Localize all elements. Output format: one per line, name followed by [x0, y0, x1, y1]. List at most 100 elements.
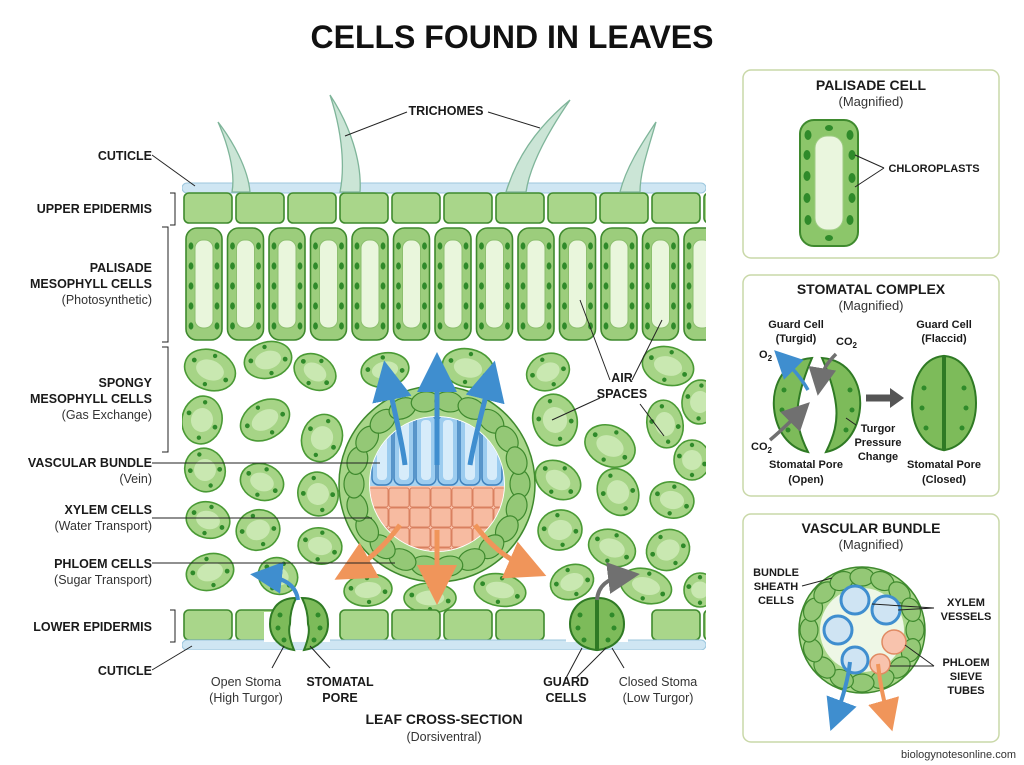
- trichomes: [217, 94, 657, 193]
- panel-title: VASCULAR BUNDLE: [802, 520, 941, 536]
- label-stomatal-pore: PORE: [322, 691, 357, 705]
- epidermal-cell: [339, 192, 389, 224]
- vascular-bundle-panel: VASCULAR BUNDLE (Magnified) BUNDLE SHEAT…: [742, 513, 1000, 743]
- label-spongy-sub: (Gas Exchange): [62, 408, 152, 422]
- label-pore-open: Stomatal Pore: [769, 459, 843, 471]
- label-phloem-tubes: PHLOEM: [942, 657, 989, 669]
- label-palisade: MESOPHYLL CELLS: [30, 277, 152, 291]
- label-spongy: SPONGY: [99, 376, 153, 390]
- gas-arrow: [595, 562, 640, 601]
- label-trichomes: TRICHOMES: [409, 104, 484, 118]
- spongy-cell: [182, 395, 223, 445]
- diagram-caption-sub: (Dorsiventral): [406, 730, 481, 744]
- label-xylem-vessels: XYLEM: [947, 597, 985, 609]
- spongy-cell: [343, 573, 393, 607]
- palisade-cell: [392, 227, 431, 341]
- sugar-arrow: [473, 523, 547, 579]
- spongy-cell: [587, 528, 637, 568]
- panel-subtitle: (Magnified): [838, 537, 903, 552]
- spongy-cell: [293, 352, 337, 392]
- epidermal-cell: [443, 192, 493, 224]
- panel-subtitle: (Magnified): [838, 94, 903, 109]
- spongy-cell: [239, 462, 285, 502]
- spongy-cell: [243, 340, 293, 380]
- label-pore-open-sub: (Open): [788, 474, 824, 486]
- label-open-stoma: Open Stoma: [211, 675, 281, 689]
- label-pore-closed-sub: (Closed): [922, 474, 966, 486]
- spongy-cell: [297, 471, 339, 517]
- layer-brackets: [162, 192, 176, 643]
- lower-epidermis-layer: [183, 609, 706, 641]
- label-guard-turgid-sub: (Turgid): [776, 333, 817, 345]
- palisade-cell: [683, 227, 706, 341]
- panel-subtitle: (Magnified): [838, 298, 903, 313]
- spongy-cell: [185, 500, 231, 540]
- spongy-cell: [297, 527, 343, 565]
- co2-arrow: [768, 402, 810, 442]
- spongy-cell: [596, 467, 640, 517]
- label-sheath: BUNDLE: [753, 567, 799, 579]
- vascular-bundle: [334, 352, 547, 605]
- label-upper-epidermis: UPPER EPIDERMIS: [37, 202, 152, 216]
- gas-arrow: [250, 561, 300, 601]
- label-open-stoma-sub: (High Turgor): [209, 691, 283, 705]
- closed-stoma: [566, 562, 640, 652]
- label-guard-cells: CELLS: [546, 691, 587, 705]
- label-air-spaces: SPACES: [597, 387, 647, 401]
- palisade-cell: [641, 227, 680, 341]
- spongy-cell: [235, 508, 281, 552]
- palisade-cell: [185, 227, 223, 341]
- panel-title: PALISADE CELL: [816, 77, 927, 93]
- water-arrow: [826, 661, 857, 731]
- epidermal-cell: [703, 610, 706, 640]
- epidermal-cell: [443, 609, 493, 641]
- epidermal-cell: [599, 192, 649, 224]
- spongy-cell: [534, 459, 582, 501]
- credit-text: biologynotesonline.com: [901, 749, 1016, 761]
- leader-lines: [151, 111, 665, 679]
- cuticle-top-layer: [182, 182, 706, 194]
- epidermal-cell: [391, 192, 441, 224]
- page-title: CELLS FOUND IN LEAVES: [311, 19, 714, 55]
- leaf-cross-section: [182, 180, 706, 650]
- label-phloem: PHLOEM CELLS: [54, 557, 152, 571]
- spongy-cell: [239, 398, 291, 442]
- spongy-cell: [645, 528, 691, 572]
- label-co2-top: CO2: [836, 336, 858, 350]
- spongy-cell: [300, 413, 344, 463]
- epidermal-cell: [495, 609, 545, 641]
- spongy-cell: [531, 393, 579, 447]
- palisade-cell: [434, 227, 472, 341]
- label-xylem-vessels: VESSELS: [941, 611, 992, 623]
- open-stoma: [250, 561, 330, 652]
- spongy-cell: [549, 563, 595, 601]
- sugar-arrow: [868, 663, 899, 732]
- palisade-cell: [517, 227, 555, 341]
- spongy-cell: [649, 481, 695, 519]
- spongy-cell: [584, 424, 636, 468]
- spongy-cell: [403, 582, 457, 614]
- label-vascular-sub: (Vein): [119, 472, 152, 486]
- label-xylem: XYLEM CELLS: [64, 503, 152, 517]
- epidermal-cell: [339, 609, 389, 641]
- label-palisade: PALISADE: [90, 261, 152, 275]
- epidermal-cell: [183, 609, 233, 641]
- label-sheath: CELLS: [758, 595, 794, 607]
- water-arrow: [465, 360, 505, 466]
- palisade-cell: [268, 227, 306, 341]
- palisade-cell: [351, 227, 389, 341]
- spongy-cell: [183, 348, 237, 392]
- water-arrow: [372, 360, 412, 466]
- epidermal-cell: [651, 609, 701, 641]
- epidermal-cell: [547, 192, 597, 224]
- label-spongy: MESOPHYLL CELLS: [30, 392, 152, 406]
- epidermal-cell: [703, 193, 706, 223]
- label-cuticle-top: CUTICLE: [98, 149, 152, 163]
- label-vascular-bundle: VASCULAR BUNDLE: [28, 456, 152, 470]
- spongy-cell: [673, 439, 706, 481]
- label-closed-stoma-sub: (Low Turgor): [623, 691, 694, 705]
- epidermal-cell: [495, 192, 545, 224]
- label-cuticle-bottom: CUTICLE: [98, 664, 152, 678]
- palisade-cell: [600, 227, 638, 341]
- epidermal-cell: [651, 192, 701, 224]
